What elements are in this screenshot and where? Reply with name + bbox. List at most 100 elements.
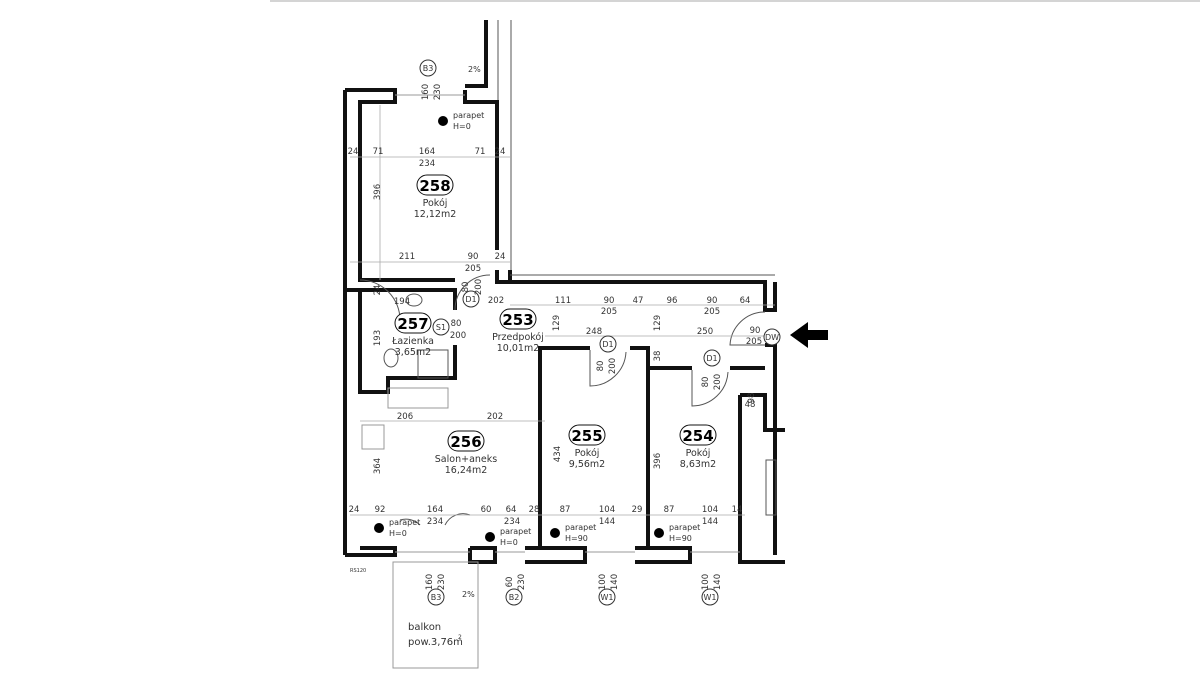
dimension-label: 200: [450, 331, 466, 341]
stove-icon: [361, 424, 385, 450]
dimension-label: 230: [433, 84, 443, 100]
room-number: 257: [397, 315, 428, 333]
room-name: Salon+aneks: [435, 454, 497, 465]
dimension-label: 80: [596, 361, 606, 372]
toilet-icon: [383, 348, 399, 368]
dimension-label: 211: [399, 252, 415, 262]
dimension-label: 434: [553, 446, 563, 462]
dimension-label: 206: [397, 412, 413, 422]
dimension-lines: [350, 105, 775, 516]
dimension-label: 80: [451, 319, 462, 329]
room-number-badge: [499, 308, 537, 330]
room-name: Pokój: [686, 448, 711, 459]
cabinet: [417, 349, 449, 379]
dimension-label: 60: [505, 577, 515, 588]
sink-icon: [405, 293, 423, 307]
parapet-height: H=0: [453, 122, 471, 131]
dimension-label: 100: [701, 574, 711, 590]
room-area: 10,01m2: [497, 343, 540, 354]
balcony-area-superscript: 2: [458, 634, 462, 641]
room-name: Pokój: [575, 448, 600, 459]
dimension-label: 202: [488, 296, 504, 306]
room-area: 3,65m2: [395, 347, 431, 358]
parapet-label: parapet: [453, 111, 484, 120]
dimension-label: 205: [746, 337, 762, 347]
room-number: 256: [450, 433, 481, 451]
dimension-label: 90: [604, 296, 615, 306]
dimension-label: 129: [653, 315, 663, 331]
height-marker-icon: [438, 116, 448, 126]
element-tag-circle: [427, 588, 445, 606]
dimension-label: 129: [552, 315, 562, 331]
dimension-label: 14: [732, 505, 743, 515]
dimension-label: 28: [529, 505, 540, 515]
dimension-label: 29: [632, 505, 643, 515]
dimension-label: 24: [495, 147, 506, 157]
dimension-label: 200: [713, 374, 723, 390]
dimension-label: 80: [461, 282, 471, 293]
dimension-label: 111: [555, 296, 571, 306]
room-number-badge: [568, 424, 606, 446]
room-area: 9,56m2: [569, 459, 605, 470]
element-tag-circle: [598, 588, 616, 606]
slope-label: 2%: [468, 65, 481, 74]
dimension-label: 71: [475, 147, 486, 157]
room-number: 258: [419, 177, 450, 195]
walls: [343, 20, 785, 669]
element-tag-circle: [419, 59, 437, 77]
dimension-label: 194: [394, 297, 410, 307]
dimension-label: 24: [495, 252, 506, 262]
element-tag-circle: [599, 335, 617, 353]
level-marker: RS120: [350, 568, 366, 574]
room-number-badge: [447, 430, 485, 452]
element-tag-circle: [505, 588, 523, 606]
dimension-label: 144: [599, 517, 615, 527]
parapet-label: parapet: [500, 527, 531, 536]
dimension-label: 234: [419, 159, 435, 169]
element-tag: B2: [509, 593, 520, 602]
dimension-label: 64: [740, 296, 751, 306]
element-tag: S1: [436, 323, 446, 332]
room-number-badge: [416, 174, 454, 196]
dimension-label: 24: [349, 505, 360, 515]
room-name: Łazienka: [391, 336, 434, 347]
dimension-label: 160: [425, 574, 435, 590]
element-tag: B3: [423, 64, 434, 73]
dimension-label: 90: [750, 326, 761, 336]
element-tag-circle: [432, 318, 450, 336]
dimension-label: 71: [373, 147, 384, 157]
parapet-height: H=90: [565, 534, 588, 543]
room-number-badge: [394, 312, 432, 334]
radiator-icon: [765, 459, 777, 516]
height-marker-icon: [374, 523, 384, 533]
dimension-label: 140: [610, 574, 620, 590]
dimension-label: 80: [701, 377, 711, 388]
room-area: 12,12m2: [414, 209, 457, 220]
dimension-label: 202: [487, 412, 503, 422]
element-tag-circle: [703, 349, 721, 367]
dimension-label: 205: [704, 307, 720, 317]
dimension-label: 104: [599, 505, 615, 515]
parapet-label: parapet: [565, 523, 596, 532]
dimension-label: 200: [474, 279, 484, 295]
dimension-label: 230: [517, 574, 527, 590]
room-area: 8,63m2: [680, 459, 716, 470]
room-number: 254: [682, 427, 713, 445]
dimension-label: 104: [702, 505, 718, 515]
dimension-label: 234: [504, 517, 520, 527]
room-name: Pokój: [423, 198, 448, 209]
slope-label: 2%: [462, 590, 475, 599]
dimension-label: 205: [601, 307, 617, 317]
dimension-label: 90: [707, 296, 718, 306]
dimension-label: 160: [421, 84, 431, 100]
dimension-label: 24: [373, 285, 383, 296]
dimension-label: 396: [373, 184, 383, 200]
element-tag-circle: [763, 328, 781, 346]
element-tag: D1: [602, 340, 613, 349]
dimension-label: 396: [653, 453, 663, 469]
height-marker-icon: [485, 532, 495, 542]
room-area: 16,24m2: [445, 465, 488, 476]
dimension-label: 164: [419, 147, 435, 157]
room-number-badge: [679, 424, 717, 446]
dimension-label: 230: [437, 574, 447, 590]
